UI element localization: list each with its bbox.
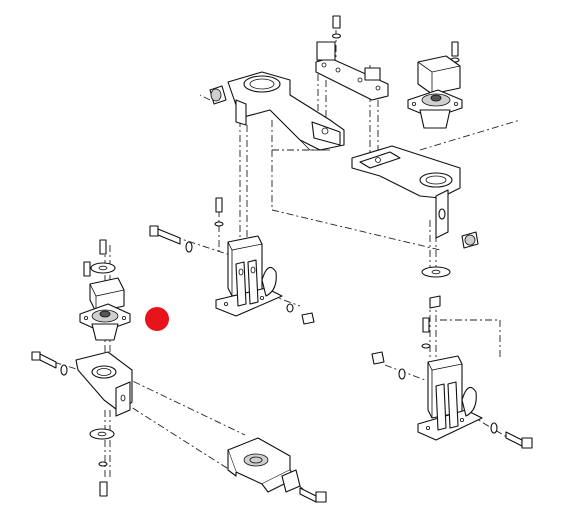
right-arm-bracket xyxy=(351,145,479,249)
right-post-hardware xyxy=(371,351,533,449)
right-upright-post xyxy=(417,266,483,441)
long-bolt-left xyxy=(149,225,193,253)
highlight-marker[interactable] xyxy=(145,307,169,331)
left-upright-post xyxy=(214,197,283,317)
left-isolator-assembly xyxy=(79,239,131,341)
upper-mounting-plate xyxy=(315,15,389,101)
lower-center-bracket xyxy=(227,437,327,503)
lower-left-bracket xyxy=(31,351,133,497)
upper-left-arm-bracket xyxy=(209,71,345,151)
upper-right-isolator-mount xyxy=(407,41,463,129)
washer-nut-center xyxy=(286,303,315,325)
